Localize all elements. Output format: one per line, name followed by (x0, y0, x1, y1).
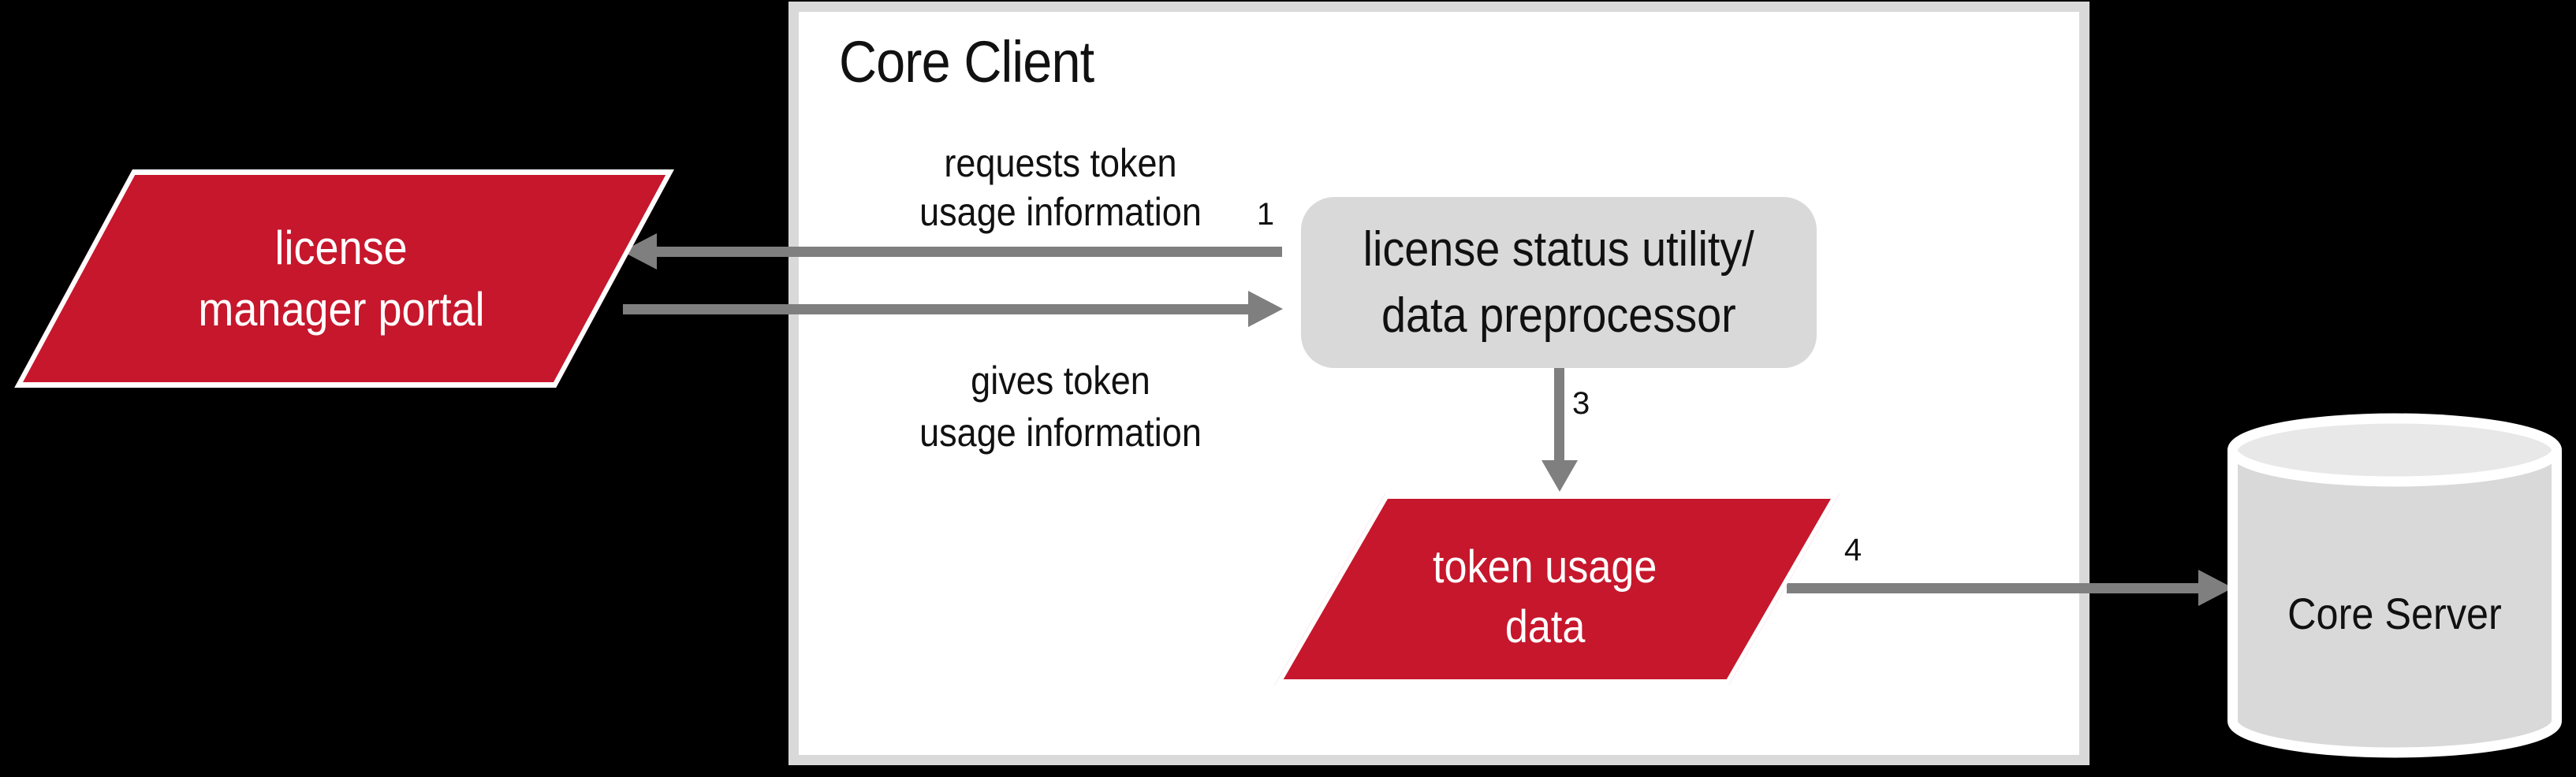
license-status-utility-line2: data preprocessor (1381, 288, 1736, 343)
node-core-server-label: Core Server (2241, 589, 2548, 638)
edge-number-1: 1 (1256, 197, 1275, 232)
node-license-manager-portal-label: license manager portal (70, 175, 612, 382)
node-core-server-cylinder (2227, 413, 2562, 758)
label-requests-token-line2: usage information (919, 190, 1202, 234)
label-gives-token: gives token usage information (871, 355, 1250, 459)
token-usage-data-line2: data (1504, 600, 1585, 652)
license-manager-portal-line2: manager portal (198, 282, 485, 336)
edge-number-3: 3 (1572, 386, 1590, 421)
cylinder-body (2227, 450, 2562, 758)
core-server-label-text: Core Server (2287, 589, 2502, 638)
edge-number-4: 4 (1843, 533, 1862, 567)
label-gives-token-line2: usage information (919, 411, 1202, 455)
core-client-title-text: Core Client (838, 29, 1094, 95)
node-token-usage-data: token usage data (1274, 493, 1840, 687)
license-status-utility-line1: license status utility/ (1363, 221, 1755, 277)
arrow-request-shaft (655, 247, 1282, 257)
label-requests-token-line1: requests token (944, 141, 1177, 185)
core-client-title: Core Client (825, 33, 1108, 91)
arrow-preprocess-shaft (1554, 368, 1564, 460)
arrow-send-shaft (1787, 583, 2198, 593)
arrow-give-right-arrowhead-icon (1248, 291, 1283, 327)
label-gives-token-line1: gives token (971, 359, 1150, 403)
token-usage-data-line1: token usage (1432, 541, 1657, 593)
node-token-usage-data-label: token usage data (1323, 507, 1766, 687)
arrow-send-right-arrowhead-icon (2198, 570, 2233, 606)
license-manager-portal-line1: license (274, 221, 408, 274)
cylinder-top-face (2227, 413, 2562, 487)
arrow-give-shaft (623, 304, 1248, 314)
node-license-manager-portal: license manager portal (14, 169, 674, 388)
node-license-status-utility: license status utility/ data preprocesso… (1301, 197, 1817, 368)
label-requests-token: requests token usage information (871, 139, 1250, 236)
arrow-preprocess-down-arrowhead-icon (1541, 460, 1578, 492)
